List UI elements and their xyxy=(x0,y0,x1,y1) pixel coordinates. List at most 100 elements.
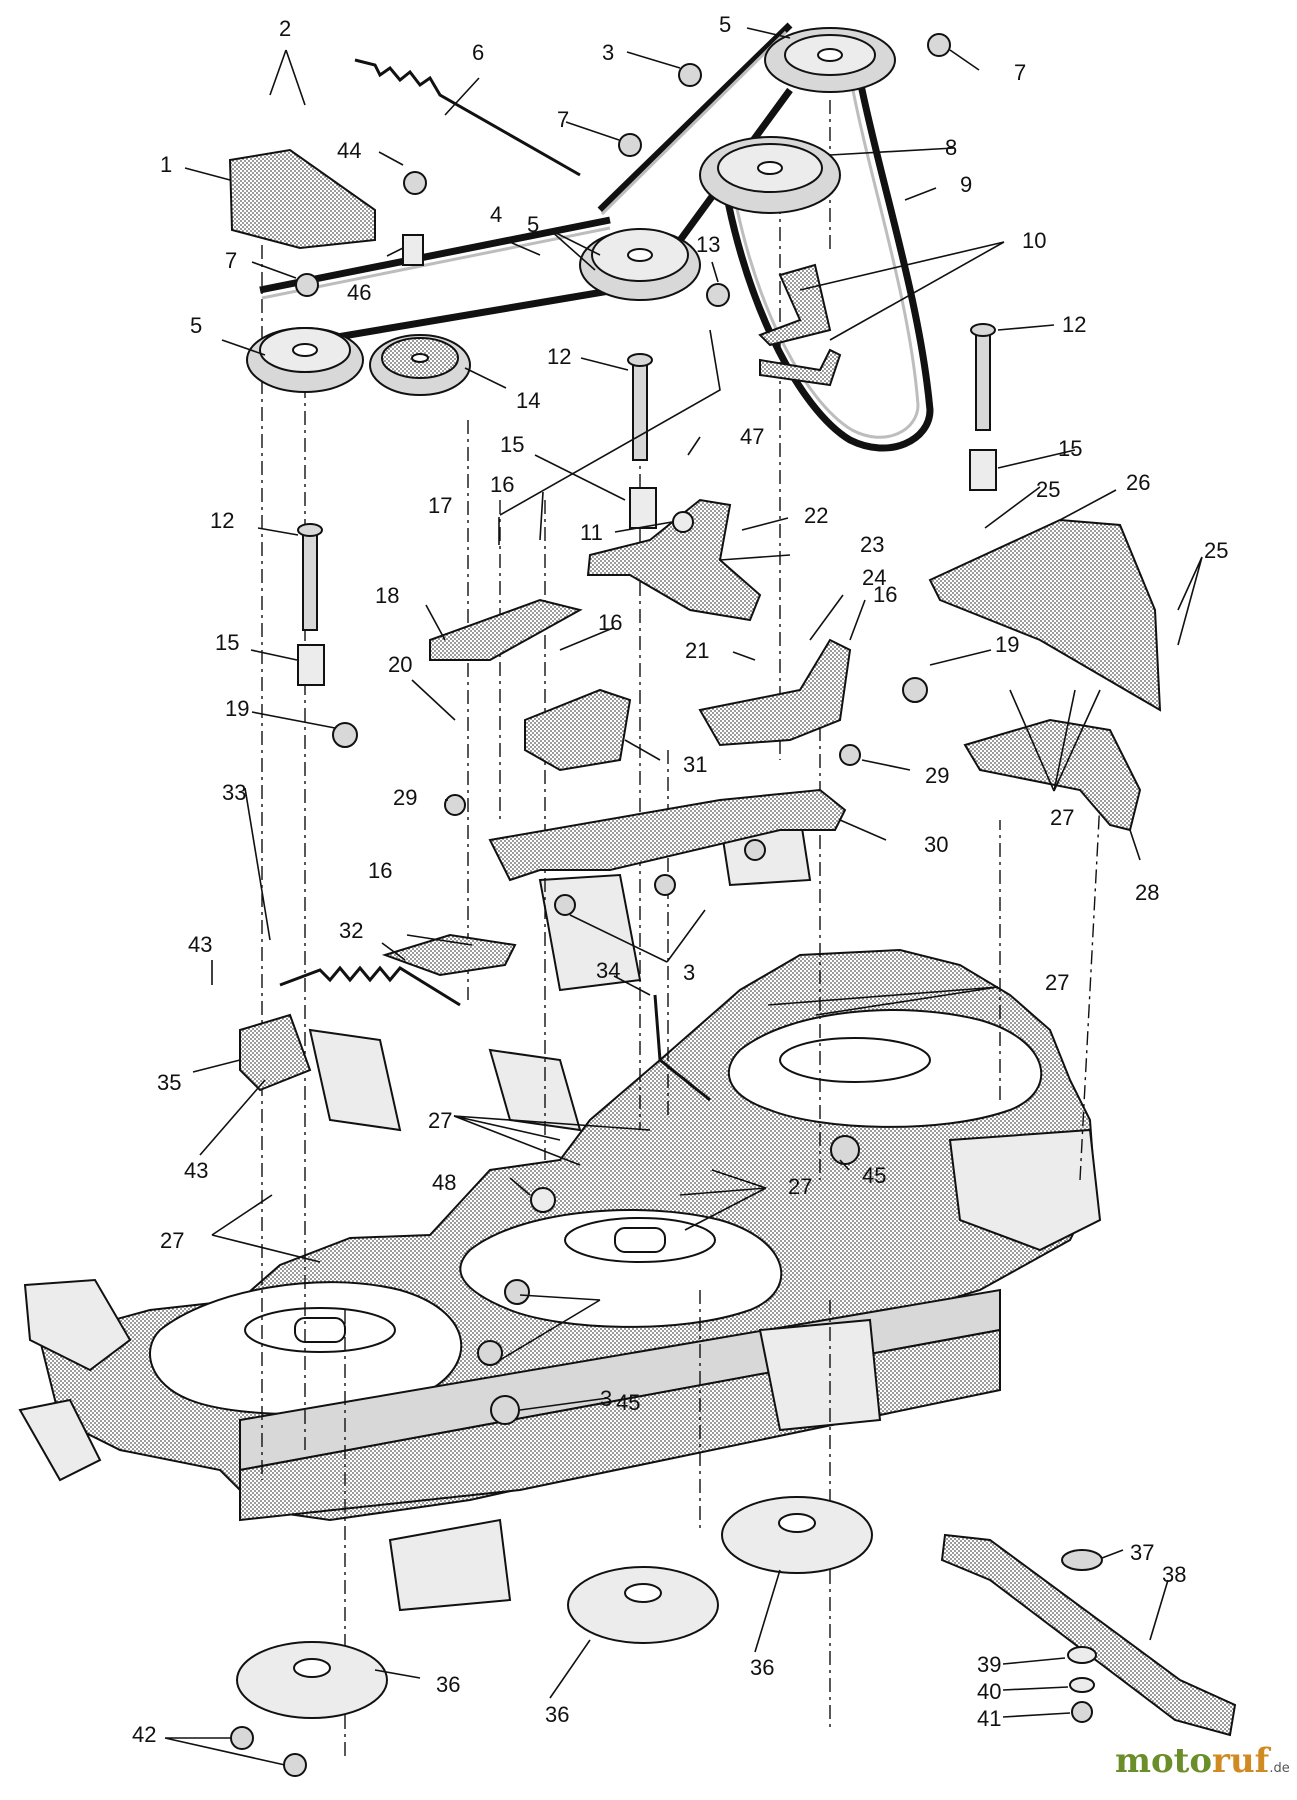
washer-11 xyxy=(672,511,694,533)
rod-34 xyxy=(653,994,711,1102)
blade-adapter-36-center xyxy=(567,1566,719,1644)
pulley-5-left xyxy=(246,327,364,393)
callout-32: 32 xyxy=(339,918,363,943)
callout-12: 12 xyxy=(1062,312,1086,337)
callout-5: 5 xyxy=(190,313,202,338)
callout-31: 31 xyxy=(683,752,707,777)
washer-40 xyxy=(1069,1677,1095,1693)
callout-18: 18 xyxy=(375,583,399,608)
callout-3: 3 xyxy=(683,960,695,985)
callout-4: 4 xyxy=(490,202,502,227)
pulley-5-middle xyxy=(579,228,701,301)
pulley-5-top xyxy=(764,27,896,93)
watermark-part2: ruf xyxy=(1212,1741,1272,1781)
callout-21: 21 xyxy=(685,638,709,663)
callout-leader-lines xyxy=(164,27,1203,1766)
washer-39 xyxy=(1067,1646,1097,1664)
callout-12: 12 xyxy=(210,508,234,533)
callout-47: 47 xyxy=(740,424,764,449)
callout-36: 36 xyxy=(545,1702,569,1727)
nut-13 xyxy=(706,283,730,307)
callout-46: 46 xyxy=(347,280,371,305)
nut-42-a xyxy=(230,1726,254,1750)
belt-guard-1 xyxy=(228,148,376,250)
callout-7: 7 xyxy=(225,248,237,273)
callout-5: 5 xyxy=(719,12,731,37)
torsion-spring-19-left xyxy=(332,722,358,748)
callout-27: 27 xyxy=(428,1108,452,1133)
callout-17: 17 xyxy=(428,493,452,518)
callout-38: 38 xyxy=(1162,1562,1186,1587)
mounting-plate-30 xyxy=(488,788,847,882)
callout-24: 24 xyxy=(862,565,886,590)
nut-41 xyxy=(1071,1701,1093,1723)
blade-adapter-36-left xyxy=(236,1641,388,1719)
nut-3-deck-b xyxy=(477,1340,503,1366)
blade-adapter-36-right xyxy=(721,1496,873,1574)
spindle-12-right xyxy=(970,323,996,431)
callout-36: 36 xyxy=(436,1672,460,1697)
belt-cover-26 xyxy=(928,518,1162,712)
callout-45: 45 xyxy=(616,1390,640,1415)
nut-3-top xyxy=(678,63,702,87)
nut-7-top xyxy=(927,33,951,57)
callout-20: 20 xyxy=(388,652,412,677)
deck-belt-9 xyxy=(716,79,934,452)
nut-45-left xyxy=(490,1395,520,1425)
bearing-37 xyxy=(1061,1549,1103,1571)
callout-numbers: 1 2 3 3 3 4 5 5 5 6 7 7 7 8 9 10 11 12 1… xyxy=(132,12,1228,1747)
callout-6: 6 xyxy=(472,40,484,65)
callout-41: 41 xyxy=(977,1706,1001,1731)
callout-48: 48 xyxy=(432,1170,456,1195)
nut-3-b xyxy=(654,874,676,896)
callout-15: 15 xyxy=(215,630,239,655)
callout-19: 19 xyxy=(995,632,1019,657)
callout-16: 16 xyxy=(490,472,514,497)
callout-43: 43 xyxy=(188,932,212,957)
callout-1: 1 xyxy=(160,152,172,177)
mower-blade-38 xyxy=(940,1533,1237,1737)
torsion-spring-19-right xyxy=(902,677,928,703)
idler-arm-24 xyxy=(698,638,852,747)
nut-3-deck-a xyxy=(504,1279,530,1305)
callout-30: 30 xyxy=(924,832,948,857)
callout-26: 26 xyxy=(1126,470,1150,495)
callout-27: 27 xyxy=(1045,970,1069,995)
assembly-centerlines xyxy=(261,100,1101,1760)
callout-16: 16 xyxy=(598,610,622,635)
callout-5: 5 xyxy=(527,212,539,237)
nut-3-c xyxy=(744,839,766,861)
spindle-12-left xyxy=(297,523,323,631)
pulley-8 xyxy=(699,136,841,214)
rod-17 xyxy=(499,329,721,516)
bracket-31 xyxy=(524,688,632,772)
bracket-18 xyxy=(429,598,583,661)
nut-45-right xyxy=(830,1135,860,1165)
nut-29-left xyxy=(444,794,466,816)
callout-19: 19 xyxy=(225,696,249,721)
callout-8: 8 xyxy=(945,135,957,160)
callout-39: 39 xyxy=(977,1652,1001,1677)
callout-36: 36 xyxy=(750,1655,774,1680)
callout-29: 29 xyxy=(925,763,949,788)
watermark-logo: motoruf.de xyxy=(1115,1741,1290,1781)
nut-29-right xyxy=(839,744,861,766)
callout-40: 40 xyxy=(977,1679,1001,1704)
watermark-suffix: .de xyxy=(1269,1761,1289,1776)
callout-35: 35 xyxy=(157,1070,181,1095)
bracket-35 xyxy=(239,1013,312,1092)
callout-27: 27 xyxy=(788,1174,812,1199)
nut-44 xyxy=(403,171,427,195)
callout-45: 45 xyxy=(862,1163,886,1188)
nut-42-b xyxy=(283,1753,307,1777)
callout-44: 44 xyxy=(337,138,361,163)
callout-37: 37 xyxy=(1130,1540,1154,1565)
callout-7: 7 xyxy=(557,107,569,132)
nut-7-middle xyxy=(618,133,642,157)
callout-3: 3 xyxy=(602,40,614,65)
bushing-15-center xyxy=(629,487,657,529)
callout-29: 29 xyxy=(393,785,417,810)
callout-13: 13 xyxy=(696,232,720,257)
bracket-32 xyxy=(381,933,517,977)
